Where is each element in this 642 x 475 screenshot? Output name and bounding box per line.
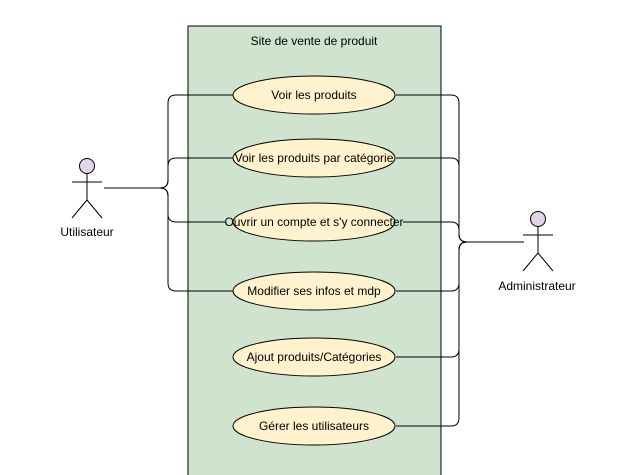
actor-admin-right-leg <box>537 252 554 272</box>
use-case-ellipses <box>232 75 396 446</box>
user-association-lines <box>104 94 233 292</box>
use-case-ellipse-uc5[interactable] <box>232 337 396 377</box>
actor-admin-label: Administrateur <box>498 279 576 293</box>
use-case-ellipse-uc3[interactable] <box>232 202 396 242</box>
use-case-ellipse-uc6[interactable] <box>232 406 396 446</box>
actor-user-left-leg <box>71 199 88 219</box>
system-title: Site de vente de produit <box>250 34 378 48</box>
use-case-label-uc2: Voir les produits par catégorie <box>234 151 394 165</box>
use-case-label-uc4: Modifier ses infos et mdp <box>247 284 381 298</box>
actor-admin-head <box>530 211 546 227</box>
association-admin-uc3 <box>403 221 524 243</box>
association-admin-uc6 <box>396 241 524 427</box>
use-case-label-uc1: Voir les produits <box>271 88 357 102</box>
actor-user-right-leg <box>86 199 103 219</box>
association-user-uc2 <box>104 157 233 189</box>
use-case-ellipse-uc2[interactable] <box>232 138 396 178</box>
association-user-uc4 <box>104 187 233 292</box>
use-case-label-uc5: Ajout produits/Catégories <box>246 350 382 364</box>
use-case-ellipse-uc4[interactable] <box>232 271 396 311</box>
actor-admin-left-leg <box>522 252 539 272</box>
use-case-ellipse-uc1[interactable] <box>232 75 396 115</box>
actor-user-figure[interactable] <box>71 158 103 219</box>
actor-admin-figure[interactable] <box>522 211 554 272</box>
actor-user-head <box>79 158 95 174</box>
use-case-label-uc3: Ouvrir un compte et s'y connecter <box>224 215 404 229</box>
admin-association-lines <box>396 94 524 427</box>
actor-user-label: Utilisateur <box>60 225 114 239</box>
use-case-label-uc6: Gérer les utilisateurs <box>258 419 370 433</box>
